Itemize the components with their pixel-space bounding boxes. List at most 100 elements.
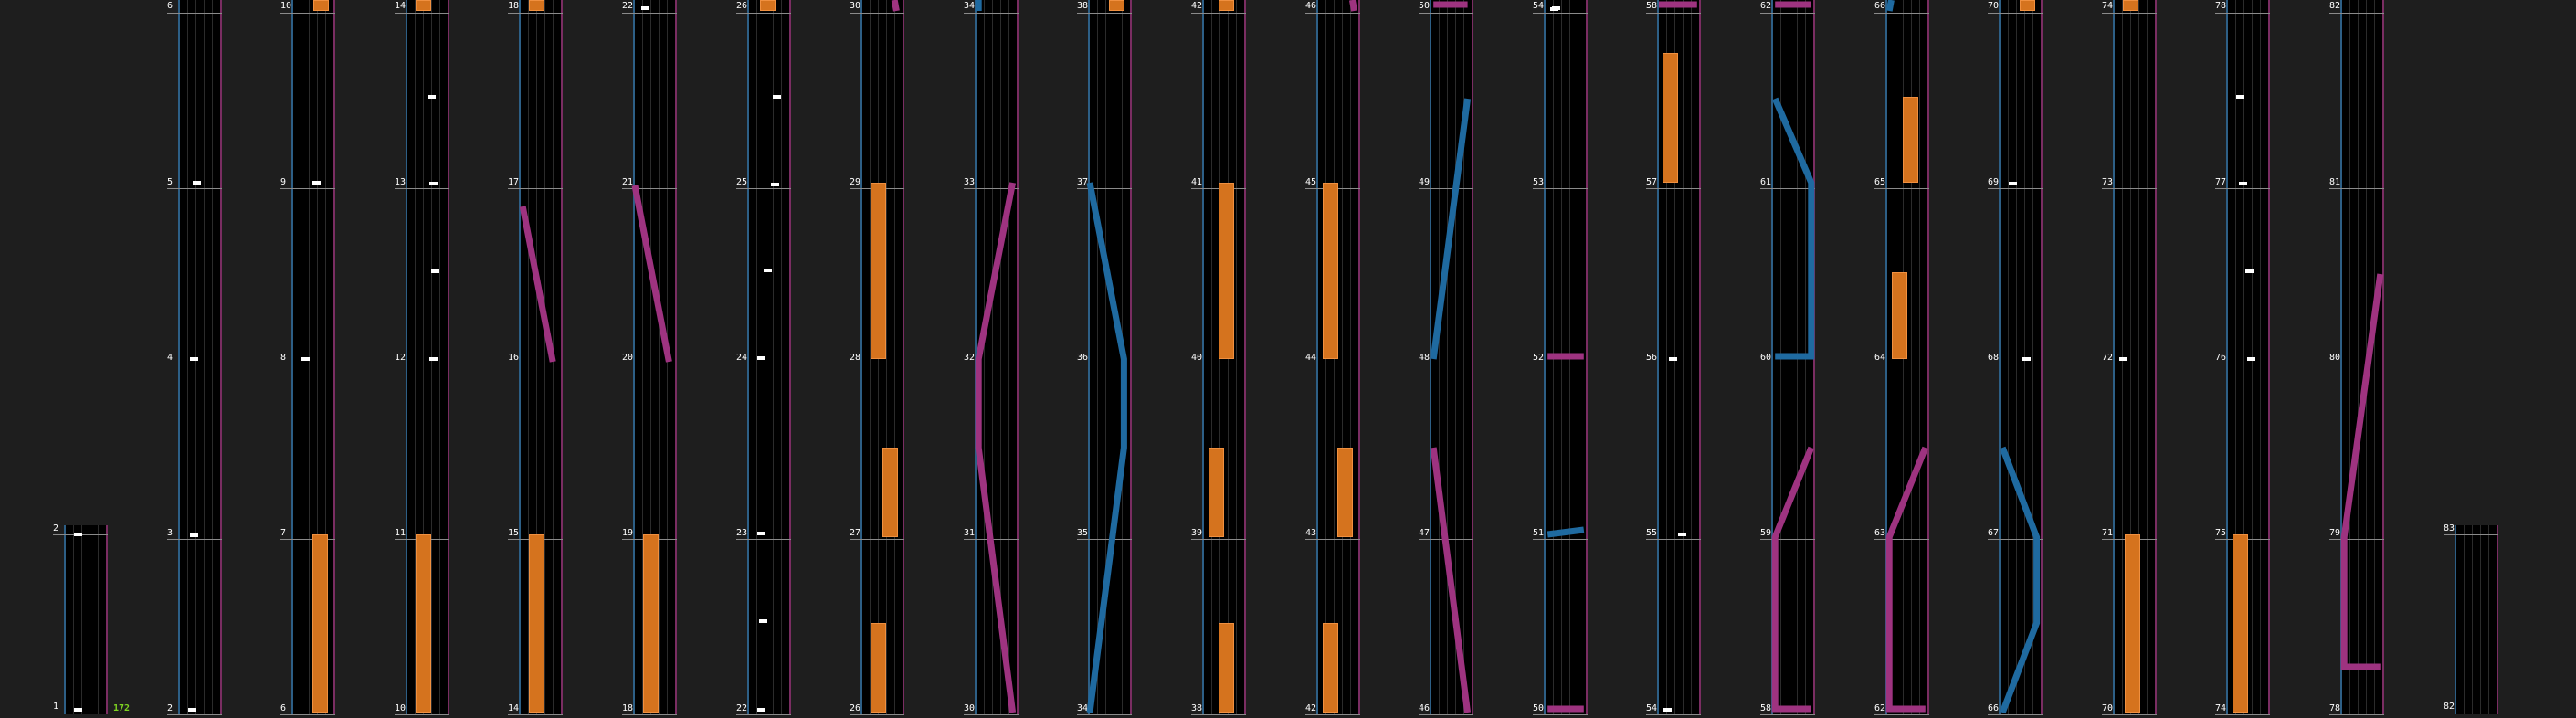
- slide-path-pink[interactable]: [2340, 273, 2384, 670]
- tap-note[interactable]: [311, 181, 321, 185]
- lane-gridline: [2464, 525, 2465, 714]
- measure-number: 57: [1646, 177, 1658, 187]
- slide-path-pink[interactable]: [891, 0, 900, 12]
- tap-note[interactable]: [187, 708, 196, 712]
- measure-number: 11: [395, 528, 406, 538]
- hold-note[interactable]: [2122, 0, 2138, 11]
- hold-note[interactable]: [415, 534, 431, 713]
- lane-gridline: [81, 525, 82, 714]
- hold-note[interactable]: [760, 0, 776, 11]
- slide-path-blue[interactable]: [1999, 446, 2041, 714]
- tap-note[interactable]: [2239, 182, 2248, 185]
- hold-note[interactable]: [528, 534, 544, 713]
- hold-note[interactable]: [2124, 534, 2140, 713]
- tap-note[interactable]: [763, 269, 772, 272]
- hold-note[interactable]: [1218, 623, 1234, 713]
- tap-note[interactable]: [1677, 533, 1686, 536]
- tap-note[interactable]: [2119, 357, 2128, 361]
- tap-note[interactable]: [771, 183, 780, 186]
- hold-note[interactable]: [313, 0, 330, 11]
- tap-note[interactable]: [756, 356, 765, 360]
- hold-note[interactable]: [1218, 0, 1234, 11]
- measure-number: 39: [1191, 528, 1203, 538]
- measure-line: [508, 188, 563, 189]
- tap-note[interactable]: [1668, 357, 1677, 361]
- measure-number: 15: [508, 528, 520, 538]
- hold-note[interactable]: [642, 534, 659, 713]
- slide-path-pink[interactable]: [631, 185, 672, 363]
- tap-note[interactable]: [189, 533, 198, 537]
- slide-path-pink[interactable]: [975, 182, 1017, 713]
- tap-note[interactable]: [429, 182, 438, 185]
- slide-path-pink[interactable]: [1348, 0, 1358, 12]
- slide-path-pink[interactable]: [519, 206, 556, 363]
- tap-note[interactable]: [758, 619, 767, 623]
- hold-note[interactable]: [1323, 183, 1339, 359]
- measure-line: [280, 13, 335, 14]
- slide-path-pink[interactable]: [1771, 446, 1815, 713]
- measure-number: 30: [850, 1, 861, 11]
- lane-column-2[interactable]: [178, 0, 222, 714]
- hold-note[interactable]: [311, 534, 328, 713]
- measure-line: [964, 13, 1019, 14]
- measure-number: 13: [395, 177, 406, 187]
- measure-line: [1533, 188, 1588, 189]
- hold-note[interactable]: [870, 183, 886, 359]
- hold-note[interactable]: [1209, 448, 1225, 537]
- hold-note[interactable]: [882, 448, 899, 537]
- tap-note[interactable]: [428, 95, 437, 99]
- tap-note[interactable]: [756, 532, 765, 535]
- measure-number: 69: [1988, 177, 2000, 187]
- tap-note[interactable]: [2008, 182, 2017, 185]
- lane-column-1[interactable]: [64, 525, 108, 714]
- hold-note[interactable]: [1892, 272, 1908, 359]
- measure-line: [1191, 714, 1246, 715]
- hold-note[interactable]: [415, 0, 431, 11]
- tap-note[interactable]: [641, 6, 650, 10]
- tap-note[interactable]: [1663, 708, 1673, 712]
- measure-line: [2102, 714, 2157, 715]
- hold-note[interactable]: [1662, 53, 1678, 183]
- lane-gridline: [2130, 0, 2131, 714]
- measure-number: 33: [964, 177, 976, 187]
- combo-counter: 172: [113, 703, 131, 713]
- tap-note[interactable]: [756, 708, 765, 712]
- tap-note[interactable]: [192, 181, 201, 185]
- slide-path-blue[interactable]: [1771, 97, 1815, 360]
- hold-note[interactable]: [1108, 0, 1124, 11]
- lane-gridline: [536, 0, 537, 714]
- hold-note[interactable]: [528, 0, 544, 11]
- hold-note[interactable]: [2019, 0, 2035, 11]
- hold-note[interactable]: [1336, 448, 1353, 537]
- slide-path-pink[interactable]: [1885, 446, 1929, 713]
- hold-note[interactable]: [2233, 534, 2249, 713]
- tap-note[interactable]: [430, 269, 439, 273]
- tap-note[interactable]: [189, 357, 198, 361]
- slide-path-blue[interactable]: [1430, 98, 1472, 360]
- slide-path-blue[interactable]: [1547, 526, 1585, 538]
- tap-note[interactable]: [2246, 357, 2255, 361]
- slide-path-pink[interactable]: [1430, 447, 1472, 713]
- lane-gridline: [544, 0, 545, 714]
- measure-line: [1077, 714, 1132, 715]
- measure-number: 59: [1760, 528, 1772, 538]
- hold-note[interactable]: [870, 623, 886, 713]
- tap-note[interactable]: [429, 357, 438, 361]
- lane-column-22[interactable]: [2455, 525, 2498, 714]
- tap-note[interactable]: [73, 533, 82, 536]
- lane-column-8[interactable]: [860, 0, 904, 714]
- hold-note[interactable]: [1903, 97, 1919, 183]
- hold-note[interactable]: [1218, 183, 1234, 359]
- tap-note[interactable]: [301, 357, 310, 361]
- measure-number: 70: [2102, 703, 2114, 713]
- hold-note[interactable]: [1323, 623, 1339, 713]
- tap-note[interactable]: [2245, 269, 2254, 273]
- slide-path-blue[interactable]: [1086, 182, 1127, 713]
- tap-note[interactable]: [73, 708, 82, 712]
- tap-note[interactable]: [2022, 357, 2032, 361]
- tap-note[interactable]: [772, 95, 781, 99]
- slide-path-blue[interactable]: [1885, 0, 1895, 12]
- lane-gridline: [439, 0, 440, 714]
- tap-note[interactable]: [2235, 95, 2244, 99]
- tap-note[interactable]: [1552, 6, 1561, 10]
